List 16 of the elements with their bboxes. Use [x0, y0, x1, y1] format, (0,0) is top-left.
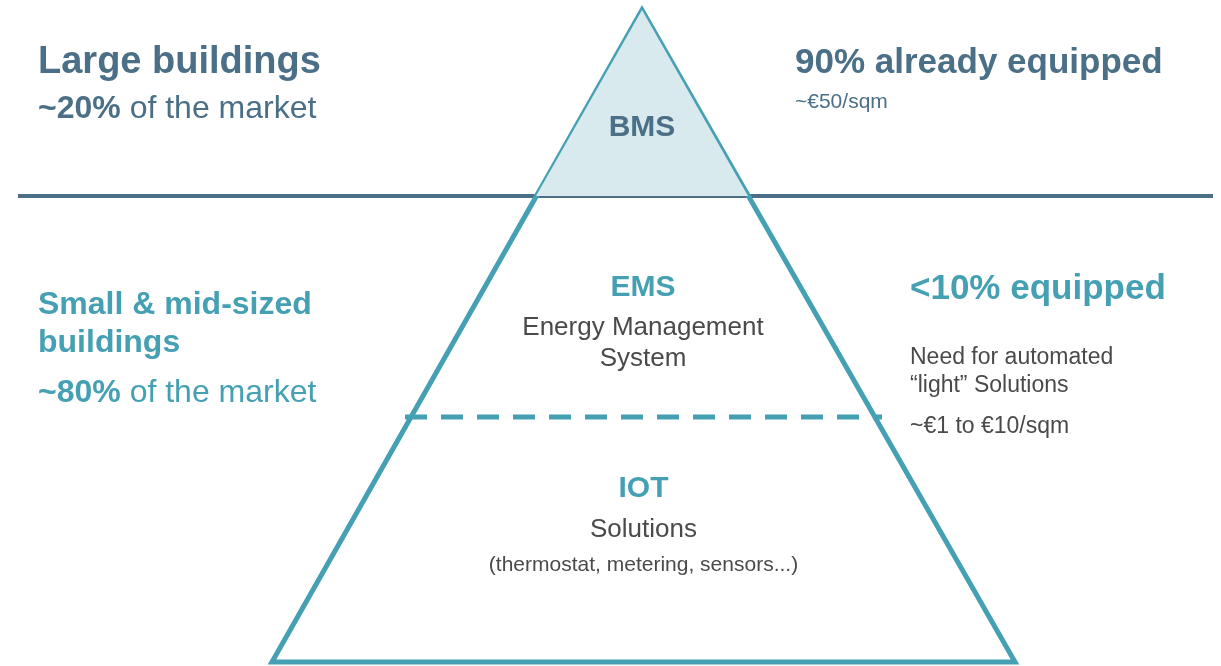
- layer-description: Energy Management System: [521, 311, 765, 374]
- layer-heading: BMS: [607, 108, 677, 144]
- market-share-text: ~80% of the market: [38, 372, 318, 411]
- need-text: Need for automated “light” Solutions: [910, 343, 1115, 399]
- equipment-rate-heading: <10% equipped: [910, 266, 1167, 308]
- layer-heading: EMS: [609, 268, 677, 304]
- layer-description: Solutions: [589, 513, 698, 545]
- layer-heading: IOT: [617, 469, 670, 505]
- layer-detail: (thermostat, metering, sensors...): [487, 551, 800, 577]
- equipment-rate-heading: 90% already equipped: [795, 40, 1164, 82]
- price-text: ~€1 to €10/sqm: [910, 412, 1071, 440]
- segment-heading: Small & mid-sized buildings: [38, 284, 313, 361]
- segment-heading: Large buildings: [38, 38, 322, 83]
- market-share-text: ~20% of the market: [38, 88, 318, 127]
- pyramid-tip: [536, 10, 748, 196]
- price-text: ~€50/sqm: [795, 88, 889, 114]
